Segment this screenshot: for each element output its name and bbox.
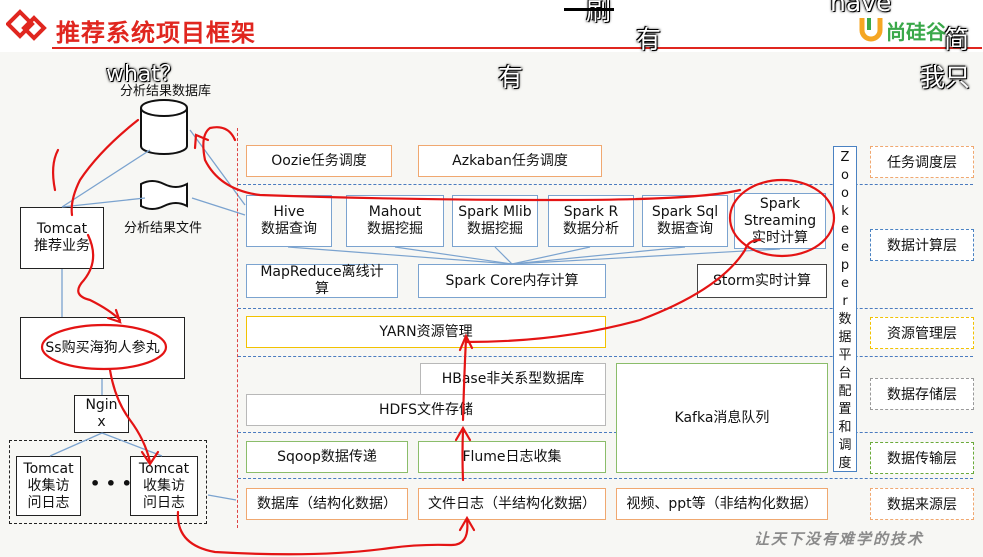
layer-label-storage: 数据存储层 [870,378,974,410]
divider-2 [238,308,973,309]
brand-logo-text: 尚硅谷 [886,20,946,44]
divider-5 [238,478,973,479]
spark-mlib-box: Spark Mlib 数据挖掘 [452,195,538,247]
overlay-line [564,8,614,11]
layer-label-task: 任务调度层 [870,146,974,178]
oozie-box: Oozie任务调度 [246,145,392,177]
overlay-text-have: have [830,0,892,17]
file-label: 分析结果文件 [124,221,203,236]
yarn-box: YARN资源管理 [246,316,606,348]
spark-sql-box: Spark Sql 数据查询 [642,195,728,247]
overlay-text-you-top: 有 [636,25,662,54]
source-database-box: 数据库（结构化数据） [246,488,408,520]
layer-label-transport: 数据传输层 [870,442,974,474]
layer-label-compute: 数据计算层 [870,229,974,261]
storm-box: Storm实时计算 [697,264,827,298]
mapreduce-box: MapReduce离线计 算 [246,264,398,298]
divider-3 [238,356,973,357]
brand-logo-icon [859,18,883,42]
tomcat-log-box-1: Tomcat 收集访 问日志 [16,456,81,516]
file-icon [140,180,188,210]
log-group-dashed [9,440,207,524]
layer-label-source: 数据来源层 [870,488,974,520]
layer-label-resource: 资源管理层 [870,317,974,349]
zookeeper-box: Z o o k e e p e r 数 据 平 台 配 置 和 调 度 [833,146,857,472]
database-icon [140,99,188,155]
overlay-text-wozhi: 我只 [920,63,971,92]
sqoop-box: Sqoop数据传递 [246,441,408,473]
overlay-text-shua: 刷 [586,0,612,26]
spark-r-box: Spark R 数据分析 [548,195,634,247]
title-underline [52,47,982,49]
kafka-box: Kafka消息队列 [616,363,828,473]
db-label: 分析结果数据库 [120,84,212,99]
overlay-text-jian: 简 [944,25,970,54]
nginx-box: Ngin x [74,395,129,433]
spark-streaming-box: Spark Streaming 实时计算 [734,193,826,249]
hive-box: Hive 数据查询 [246,195,332,247]
page-title: 推荐系统项目框架 [56,19,256,47]
hdfs-box: HDFS文件存储 [246,394,606,426]
spark-core-box: Spark Core内存计算 [418,264,606,298]
mahout-box: Mahout 数据挖掘 [346,195,444,247]
overlay-text-you-mid: 有 [498,63,524,92]
left-divider [237,128,238,528]
ellipsis-dots: • • • [90,474,132,493]
flume-box: Flume日志收集 [418,441,606,473]
overlay-text-what: what？ [106,62,183,87]
divider-4 [238,432,973,433]
footer-slogan: 让天下没有难学的技术 [754,530,925,548]
hbase-box: HBase非关系型数据库 [420,363,606,395]
header-bar [0,0,983,52]
azkaban-box: Azkaban任务调度 [418,145,602,177]
source-log-box: 文件日志（半结构化数据） [418,488,606,520]
divider-1 [238,184,973,185]
logo-diamond-icon [6,9,47,41]
tomcat-log-box-2: Tomcat 收集访 问日志 [130,456,198,516]
source-video-box: 视频、ppt等（非结构化数据） [616,488,828,520]
